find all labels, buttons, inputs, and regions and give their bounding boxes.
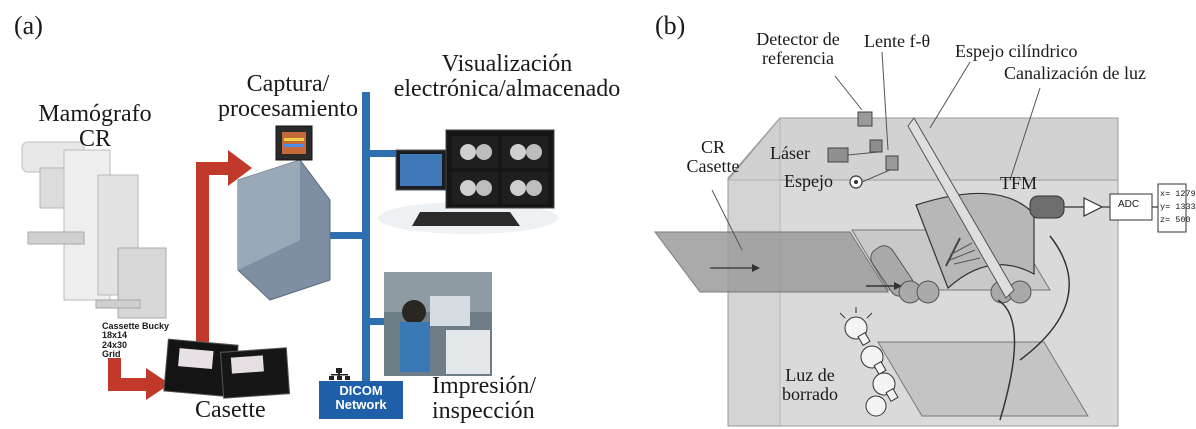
lens-icon xyxy=(885,155,899,171)
cassette-bucky-line-2: 18x14 xyxy=(102,330,128,341)
erase-lamp-icons xyxy=(844,316,899,417)
dicom-line-2: Network xyxy=(335,396,387,412)
cylindrical-mirror xyxy=(907,117,1015,299)
cr-casette-line-2: Casette xyxy=(686,155,740,176)
visualizacion-line-2: electrónica/almacenado xyxy=(393,76,621,103)
inspection-photo xyxy=(384,272,492,376)
coordinates-readout: x= 1279 y= 1333 z= 500 xyxy=(1160,188,1196,227)
visualizacion-label: Visualización electrónica/almacenado xyxy=(388,51,626,103)
captura-label: Captura/ procesamiento xyxy=(218,71,358,123)
cassette-image-2 xyxy=(219,347,291,399)
detector-line-1: Detector de xyxy=(756,29,840,49)
visualizacion-line-1: Visualización xyxy=(441,51,573,77)
mammograph-image xyxy=(21,141,167,319)
laser-source xyxy=(827,147,849,163)
espejo-cilindrico-label: Espejo cilíndrico xyxy=(955,41,1078,61)
detector-label: Detector de referencia xyxy=(738,30,858,68)
detector-line-2: referencia xyxy=(762,47,834,68)
impresion-label: Impresión/ inspección xyxy=(432,373,536,425)
cr-casette-line-1: CR xyxy=(700,137,725,157)
network-branch-capture xyxy=(322,232,364,239)
mamografo-line-1: Mamógrafo xyxy=(38,101,152,127)
cassette-bucky-label: Cassette Bucky 18x14 24x30 Grid xyxy=(102,321,170,360)
cassette-bucky-line-4: Grid xyxy=(102,349,121,360)
transport-arrow-2 xyxy=(997,299,1016,421)
panel-a-label: (a) xyxy=(14,11,43,40)
dicom-network-box xyxy=(319,381,403,419)
coordinates-box xyxy=(1157,183,1187,233)
flow-arrow-to-capture xyxy=(196,150,252,346)
coord-y: y= 1333 xyxy=(1160,202,1196,212)
roller-pair-1 xyxy=(870,245,940,304)
luz-line-1: Luz de xyxy=(785,365,835,385)
network-branch-top xyxy=(370,150,400,157)
cassette-image-1 xyxy=(163,338,239,398)
canalizacion-label: Canalización de luz xyxy=(1004,63,1146,83)
coord-z: z= 500 xyxy=(1160,215,1191,225)
mamografo-label: Mamógrafo CR xyxy=(20,101,170,153)
cr-cassette-plate xyxy=(654,231,889,293)
network-branch-print xyxy=(370,318,392,325)
espejo-label: Espejo xyxy=(784,171,833,191)
tfm-label: TFM xyxy=(1000,173,1038,193)
reference-detector xyxy=(857,111,873,127)
transport-arrow-1 xyxy=(1019,235,1070,361)
adc-box xyxy=(1109,193,1153,221)
amplifier-icon xyxy=(1083,197,1104,217)
workstation-image xyxy=(378,129,558,234)
cassette-bucky-line-1: Cassette Bucky xyxy=(102,321,170,331)
flow-arrow-to-casette xyxy=(108,358,170,400)
impresion-line-2: inspección xyxy=(432,398,535,425)
lente-label: Lente f-θ xyxy=(864,31,931,51)
captura-line-1: Captura/ xyxy=(246,71,330,97)
erase-plate xyxy=(877,341,1089,417)
panel-b-label: (b) xyxy=(655,11,686,40)
cr-reader-image xyxy=(237,125,331,301)
dicom-network-text: DICOM Network xyxy=(319,384,403,411)
coord-x: x= 1279 xyxy=(1160,189,1196,199)
captura-line-2: procesamiento xyxy=(218,96,358,123)
laser-label: Láser xyxy=(770,143,810,163)
mamografo-line-2: CR xyxy=(78,126,111,153)
cr-casette-label: CR Casette xyxy=(678,138,748,176)
photomultiplier-tube xyxy=(1029,195,1065,219)
network-bus xyxy=(362,92,370,382)
cassette-bucky-line-3: 24x30 xyxy=(102,339,128,350)
leader-lines xyxy=(711,51,1041,251)
network-icon xyxy=(329,368,350,380)
impresion-line-1: Impresión/ xyxy=(432,373,536,399)
luz-borrado-label: Luz de borrado xyxy=(770,366,850,404)
adc-label: ADC xyxy=(1118,199,1140,210)
casette-label: Casette xyxy=(195,397,266,423)
luz-line-2: borrado xyxy=(782,383,838,404)
dicom-line-1: DICOM xyxy=(339,383,383,398)
